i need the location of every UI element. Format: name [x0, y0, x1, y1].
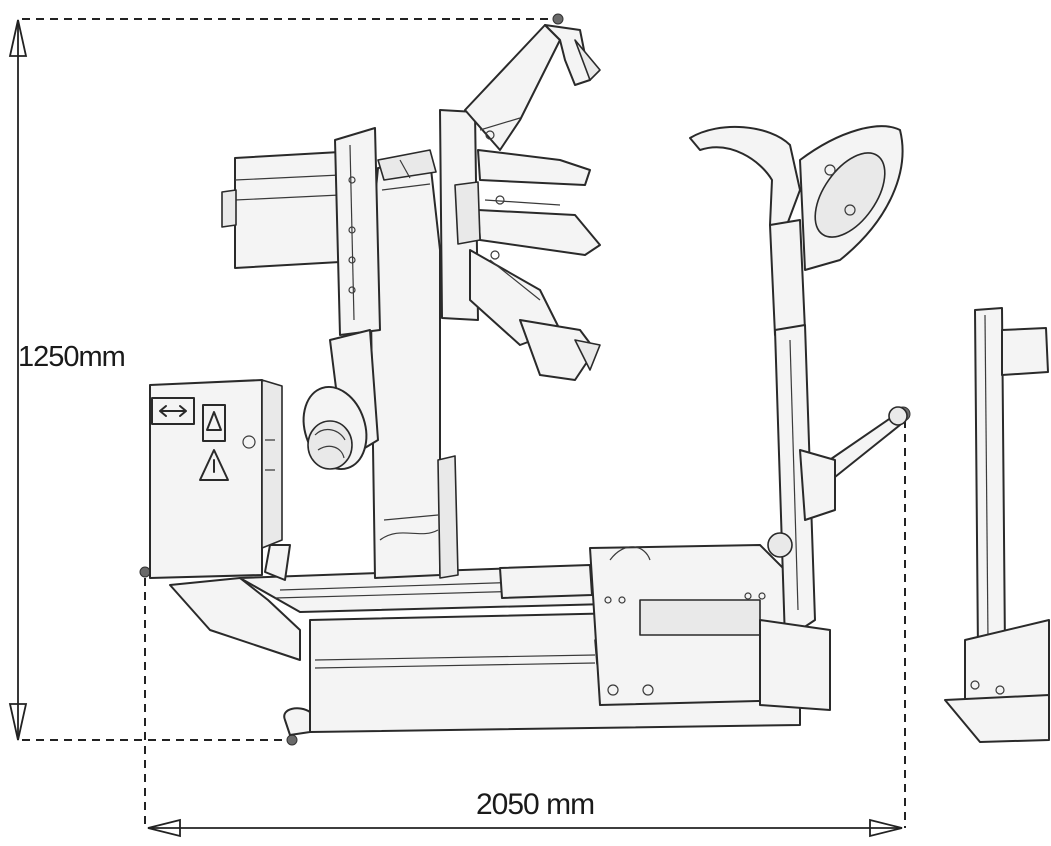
secondary-machine — [944, 307, 1050, 743]
height-dimension-label: 1250mm — [18, 341, 126, 373]
bottom-reference-dot — [286, 734, 298, 746]
right-pillar — [689, 125, 908, 711]
carriage — [221, 127, 381, 471]
tool-head — [439, 24, 601, 381]
central-column — [369, 149, 459, 579]
left-reference-dot — [139, 566, 151, 578]
control-box — [149, 379, 283, 579]
base-frame — [169, 544, 801, 736]
top-reference-dot — [552, 13, 564, 25]
hazard-triangle-icon — [206, 411, 222, 431]
height-dimension — [8, 13, 564, 746]
hazard-sign — [202, 404, 226, 442]
width-dimension-label: 2050 mm — [476, 788, 595, 821]
